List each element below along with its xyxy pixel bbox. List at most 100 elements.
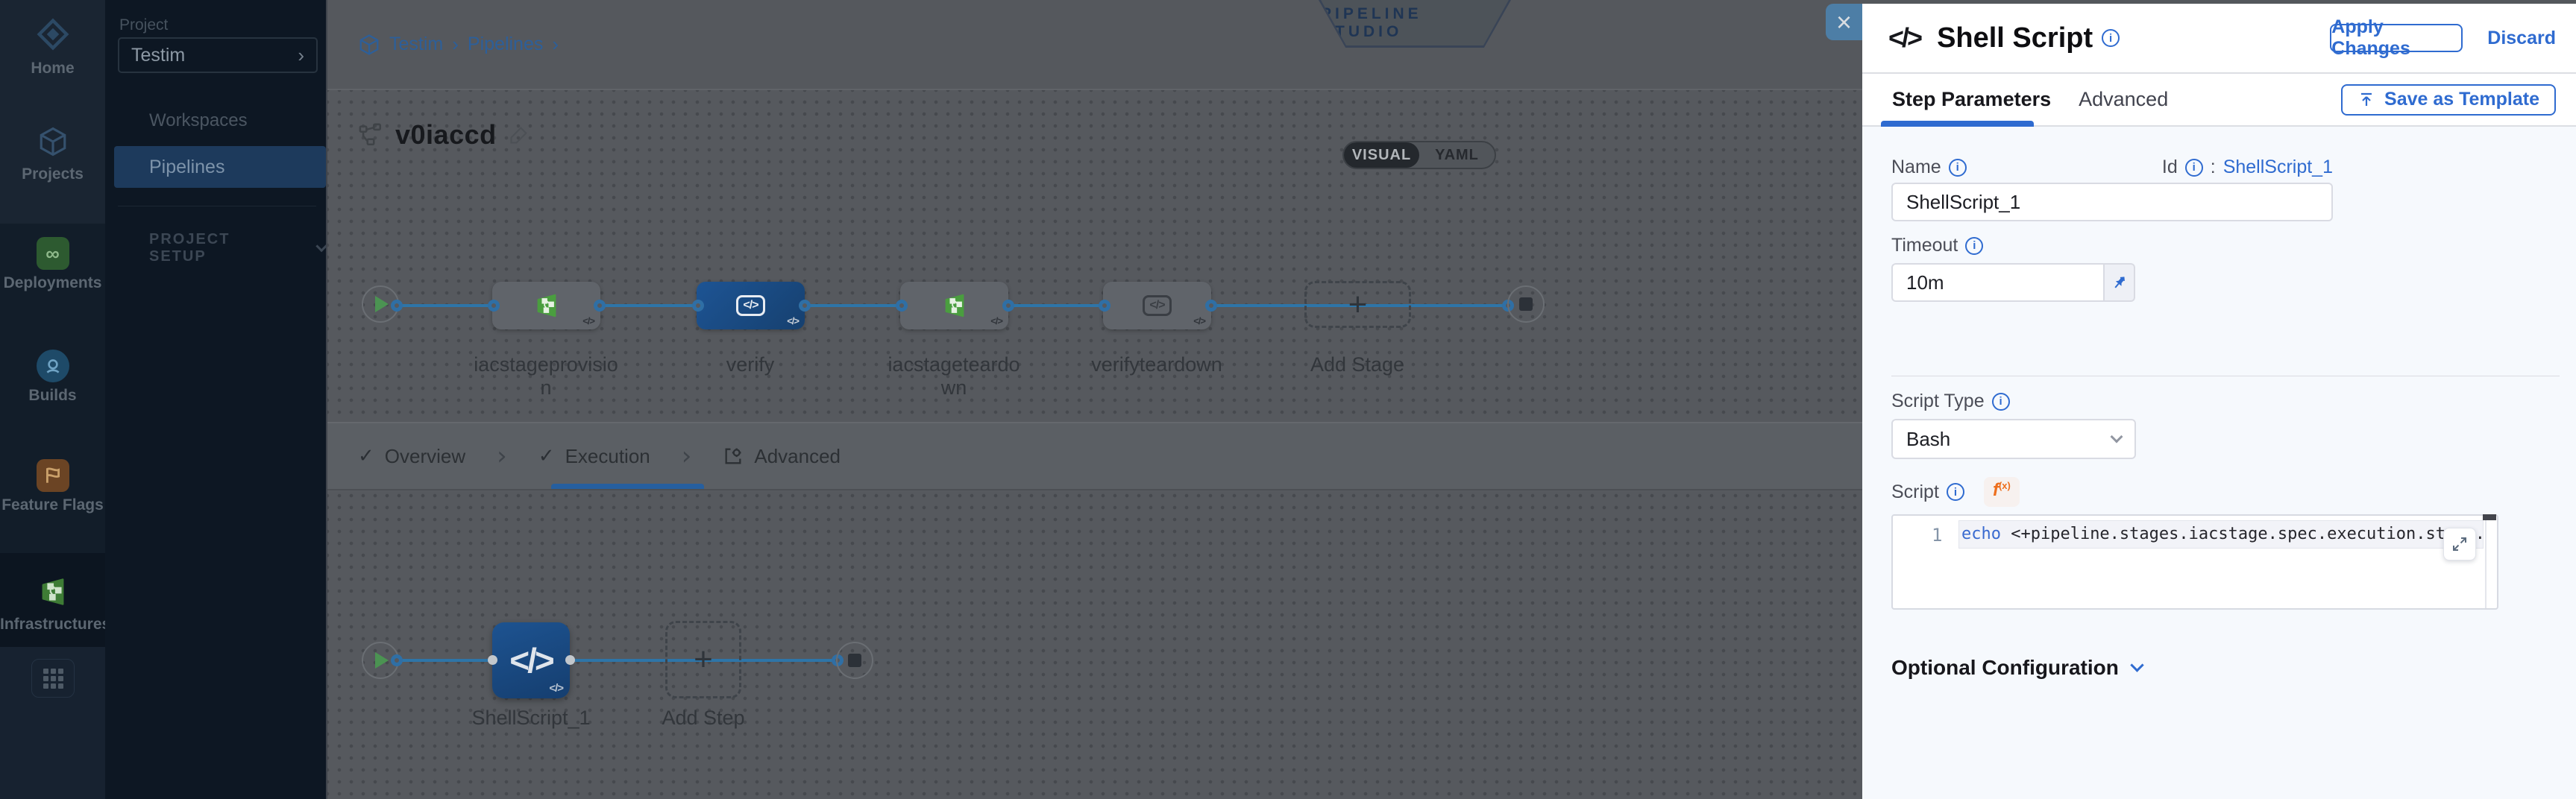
- sidebar-item-pipelines[interactable]: Pipelines: [114, 146, 326, 188]
- edit-pencil-icon[interactable]: [509, 124, 530, 145]
- project-setup-label: PROJECT SETUP: [149, 231, 230, 265]
- id-value-link[interactable]: ShellScript_1: [2222, 157, 2333, 177]
- panel-top-strip: [1862, 0, 2576, 4]
- info-icon[interactable]: i: [1946, 483, 1964, 501]
- project-section-label: Project: [119, 16, 169, 34]
- editor-scrollbar-thumb[interactable]: [2483, 514, 2496, 520]
- sidebar-item-label: Infrastructures: [0, 616, 111, 633]
- drawer-header: </> Shell Script i Apply Changes Discard: [1862, 4, 2576, 74]
- add-stage-button[interactable]: +: [1304, 281, 1411, 328]
- connector-ring: [692, 300, 704, 312]
- connector-ring: [391, 654, 403, 666]
- info-icon[interactable]: i: [1991, 392, 2010, 411]
- script-label: Script: [1891, 481, 1939, 502]
- stage-label: verify: [726, 353, 775, 376]
- stage-card-iacstageteardown[interactable]: </>: [900, 282, 1008, 329]
- save-as-template-button[interactable]: Save as Template: [2341, 83, 2556, 116]
- pin-icon: [2114, 277, 2125, 288]
- custom-stage-icon: </>: [736, 295, 765, 316]
- info-icon[interactable]: i: [2184, 158, 2203, 177]
- stage-card-verify[interactable]: </> </>: [697, 282, 805, 329]
- tab-step-parameters[interactable]: Step Parameters: [1892, 88, 2052, 110]
- toggle-visual[interactable]: VISUAL: [1344, 142, 1419, 168]
- sidebar-item-feature-flags[interactable]: Feature Flags: [0, 459, 105, 514]
- stage-card-verifyteardown[interactable]: </> </>: [1103, 282, 1211, 329]
- editor-scrollbar-track[interactable]: [2485, 516, 2487, 608]
- connector-ring: [896, 300, 908, 312]
- fixed-value-pin-button[interactable]: [2105, 263, 2135, 302]
- script-type-label: Script Type: [1891, 391, 1985, 411]
- expand-editor-button[interactable]: [2443, 528, 2476, 560]
- info-icon[interactable]: i: [1948, 158, 1967, 177]
- breadcrumb-project-link[interactable]: Testim: [389, 34, 444, 54]
- optional-configuration-toggle[interactable]: Optional Configuration: [1891, 656, 2144, 680]
- code-badge-icon: </>: [1193, 315, 1206, 326]
- visual-yaml-toggle[interactable]: VISUAL YAML: [1342, 141, 1496, 169]
- script-code-editor[interactable]: 1 echo <+pipeline.stages.iacstage.spec.e…: [1891, 514, 2498, 610]
- plus-icon: +: [1348, 285, 1368, 323]
- name-label: Name: [1891, 157, 1941, 177]
- play-icon: [375, 652, 389, 669]
- module-picker-button[interactable]: [31, 659, 75, 698]
- sidebar-item-projects[interactable]: Projects: [0, 125, 105, 183]
- stage-card-iacstageprovision[interactable]: </>: [492, 282, 600, 329]
- sidebar-item-deployments[interactable]: ∞ Deployments: [0, 237, 105, 292]
- breadcrumb-pipelines-link[interactable]: Pipelines: [467, 34, 544, 54]
- tab-overview[interactable]: ✓ Overview: [358, 445, 465, 468]
- sidebar-item-workspaces[interactable]: Workspaces: [149, 110, 248, 130]
- name-input[interactable]: [1891, 183, 2333, 221]
- pipeline-studio-label: PIPELINE STUDIO: [1321, 4, 1422, 40]
- sidebar-item-label: Home: [31, 60, 75, 77]
- breadcrumb-separator: ›: [452, 33, 459, 55]
- tab-execution[interactable]: ✓ Execution: [538, 445, 650, 468]
- code-text: <+pipeline.stages.iacstage.spec.executio…: [2000, 525, 2482, 543]
- step-label: ShellScript_1: [471, 707, 591, 729]
- stop-icon: [848, 654, 861, 667]
- timeout-label: Timeout: [1891, 235, 1958, 256]
- code-badge-icon: </>: [549, 682, 564, 695]
- expression-fx-button[interactable]: f(x): [1983, 477, 2020, 507]
- script-type-value: Bash: [1906, 427, 1951, 450]
- sidebar-item-infrastructures[interactable]: Infrastructures: [0, 575, 111, 634]
- info-icon[interactable]: i: [2102, 29, 2120, 47]
- script-type-label-row: Script Type i: [1891, 391, 2010, 412]
- connector-ring: [1002, 300, 1014, 312]
- discard-button[interactable]: Discard: [2487, 27, 2556, 48]
- chevron-right-icon: ›: [681, 441, 692, 471]
- feature-flags-icon: [36, 459, 69, 492]
- sidebar-item-home[interactable]: Home: [0, 18, 105, 78]
- sidebar-item-label: Projects: [22, 165, 84, 183]
- tab-advanced[interactable]: Advanced: [2079, 88, 2169, 110]
- project-selector[interactable]: Testim ›: [118, 37, 318, 73]
- close-drawer-button[interactable]: ×: [1826, 4, 1862, 40]
- connector-ring: [391, 300, 403, 312]
- timeout-input[interactable]: [1891, 263, 2105, 302]
- tab-advanced[interactable]: Advanced: [723, 445, 841, 468]
- optional-configuration-label: Optional Configuration: [1891, 656, 2119, 679]
- execution-end-node: [836, 642, 873, 679]
- chevron-down-icon: [2130, 657, 2144, 672]
- code-line: echo <+pipeline.stages.iacstage.spec.exe…: [1961, 525, 2482, 543]
- script-type-select[interactable]: Bash: [1891, 419, 2136, 459]
- connector-ring: [488, 300, 500, 312]
- play-icon: [375, 296, 389, 312]
- apply-changes-button[interactable]: Apply Changes: [2330, 16, 2463, 59]
- drawer-title: Shell Script: [1937, 22, 2093, 54]
- stage-tab-bar: ✓ Overview › ✓ Execution › Advanced: [327, 422, 1862, 490]
- pipeline-end-node: [1507, 285, 1545, 323]
- sidebar-item-builds[interactable]: Builds: [0, 350, 105, 405]
- tab-label: Overview: [384, 444, 466, 467]
- project-cube-icon: [359, 34, 379, 55]
- infrastructures-icon: [37, 575, 69, 608]
- toggle-yaml[interactable]: YAML: [1435, 146, 1479, 163]
- step-node-shellscript[interactable]: </> </>: [492, 622, 570, 698]
- pipeline-icon: [359, 123, 382, 146]
- plus-icon: +: [694, 641, 713, 678]
- id-separator: :: [2210, 157, 2216, 177]
- project-setup-toggle[interactable]: PROJECT SETUP: [149, 231, 328, 265]
- info-icon[interactable]: i: [1965, 236, 1984, 255]
- add-step-button[interactable]: +: [665, 621, 741, 698]
- check-icon: ✓: [358, 445, 374, 467]
- active-line-highlight: [1958, 520, 2484, 549]
